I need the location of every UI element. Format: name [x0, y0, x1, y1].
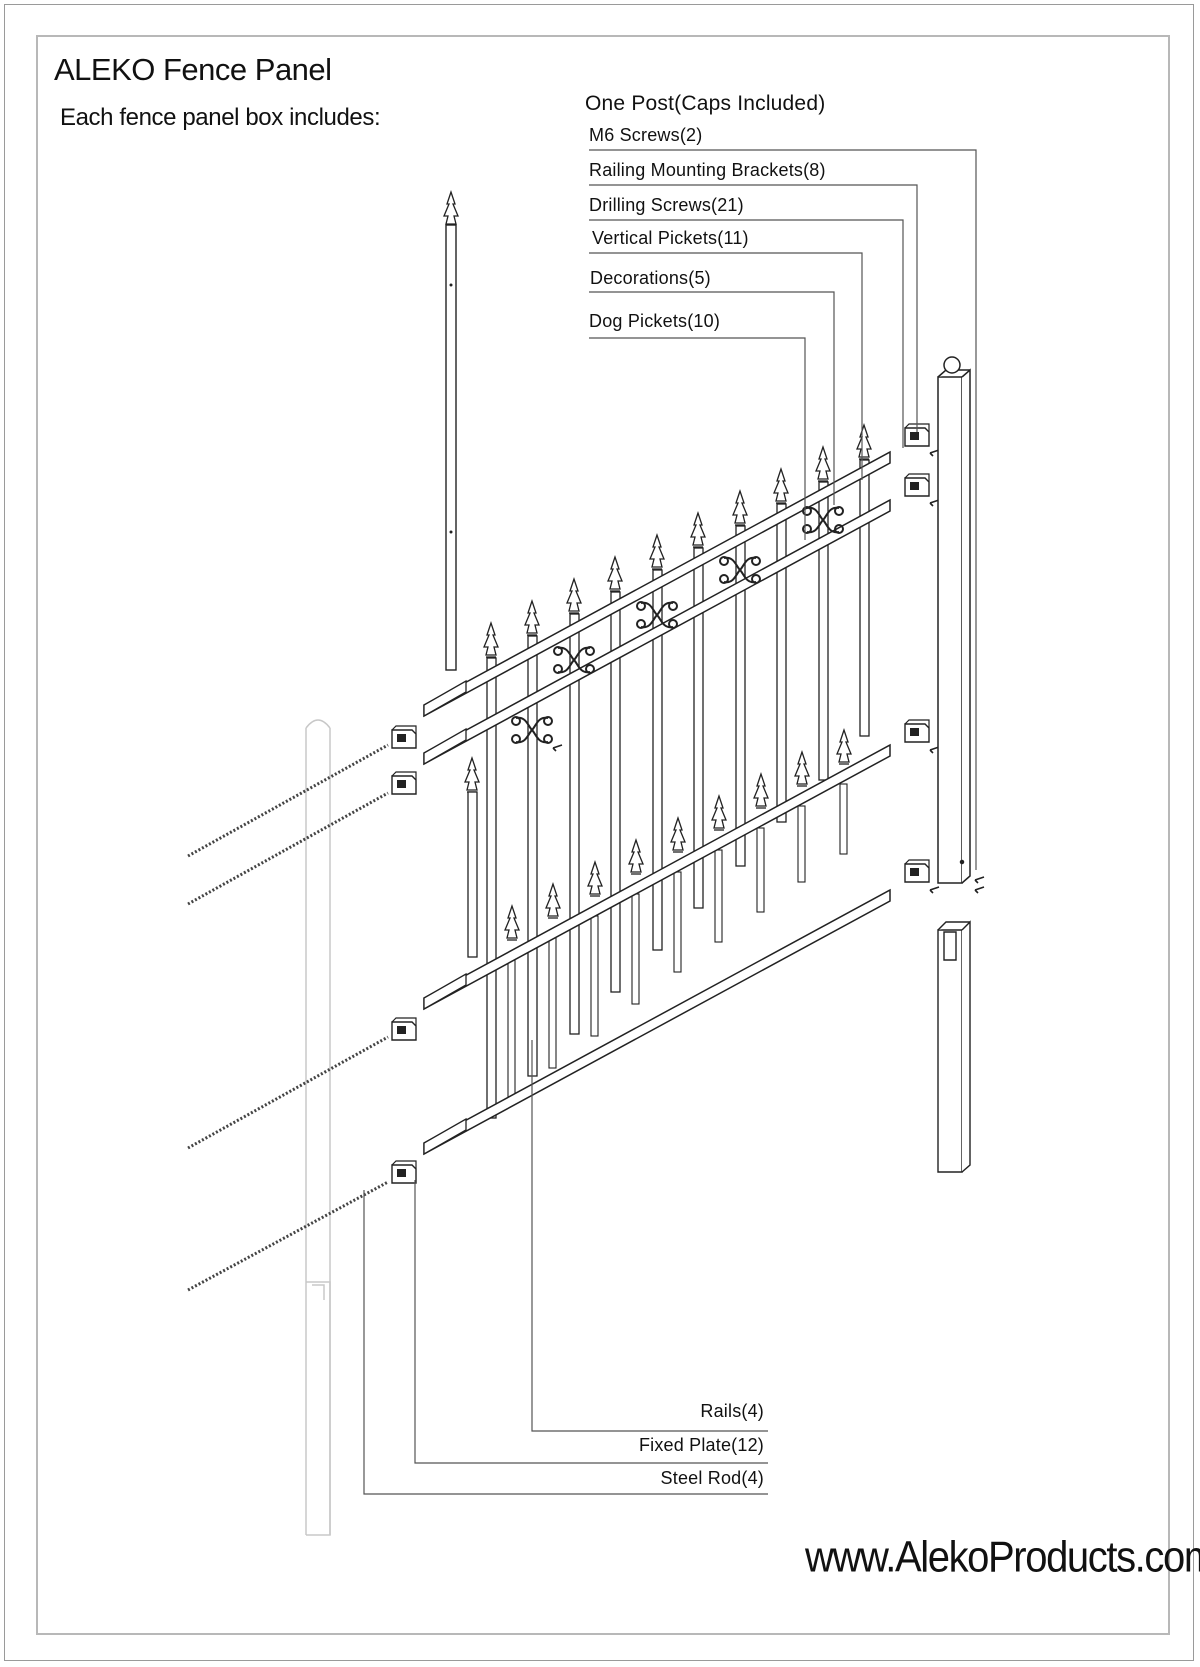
left-brackets: [391, 725, 417, 1184]
callout-leaders-top: [589, 149, 977, 870]
panel-vertical-pickets: [486, 459, 870, 1119]
right-brackets: [904, 423, 930, 883]
label-steel-rod: Steel Rod(4): [660, 1468, 764, 1488]
decorations: [511, 506, 844, 744]
label-one-post: One Post(Caps Included): [585, 92, 826, 115]
steel-rods: [187, 743, 389, 1292]
label-decorations: Decorations(5): [590, 268, 711, 288]
label-fixed-plate: Fixed Plate(12): [638, 1435, 764, 1455]
label-drilling-screws: Drilling Screws(21): [589, 195, 744, 215]
callout-leaders-bottom: [363, 1040, 768, 1495]
loose-vertical-picket: [443, 191, 459, 671]
panel-dog-pickets: [507, 783, 848, 1101]
inner-border: [36, 35, 1170, 1635]
label-railing-brackets: Railing Mounting Brackets(8): [589, 160, 826, 180]
label-m6-screws: M6 Screws(2): [589, 125, 703, 145]
page-title: ALEKO Fence Panel: [54, 52, 332, 87]
rail-end-blocks: [423, 679, 467, 1156]
label-vertical-pickets: Vertical Pickets(11): [592, 228, 749, 248]
loose-dog-picket: [464, 757, 480, 958]
label-dog-pickets: Dog Pickets(10): [589, 311, 721, 331]
website-url: www.AlekoProducts.com: [805, 1532, 1200, 1582]
rails: [423, 450, 891, 1156]
post-socket: [937, 920, 971, 1173]
upright-post: [937, 356, 971, 884]
outer-border: [4, 4, 1194, 1661]
ghost-post: [305, 719, 331, 1536]
label-rails: Rails(4): [700, 1401, 764, 1421]
page-subtitle: Each fence panel box includes:: [60, 104, 381, 131]
